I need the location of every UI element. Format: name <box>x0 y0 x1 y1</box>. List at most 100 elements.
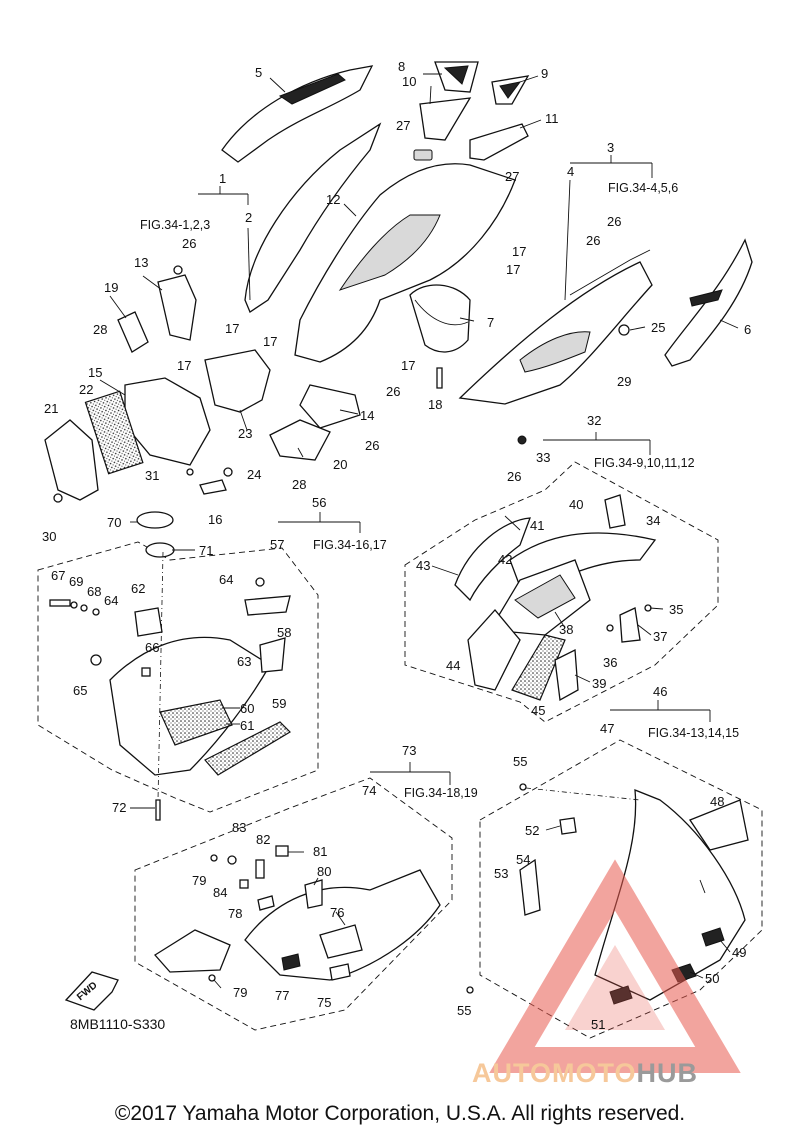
part-82-bolt[interactable] <box>255 859 265 879</box>
label-62: 62 <box>131 581 145 596</box>
part-73-side-piece[interactable] <box>154 929 231 973</box>
label-42: 42 <box>498 552 512 567</box>
part-67-bolt[interactable] <box>49 599 71 607</box>
label-47: 47 <box>600 721 614 736</box>
label-48: 48 <box>710 794 724 809</box>
part-64-nut-a[interactable] <box>255 577 265 587</box>
part-31-screw[interactable] <box>186 468 194 476</box>
label-26e: 26 <box>607 214 621 229</box>
part-23-panel[interactable] <box>204 349 271 413</box>
part-78-grommet[interactable] <box>257 895 275 911</box>
part-16-clip[interactable] <box>199 479 227 495</box>
part-21-lamp-housing[interactable] <box>44 419 99 501</box>
label-1: 1 <box>219 171 226 186</box>
label-79a: 79 <box>192 873 206 888</box>
part-62-plate[interactable] <box>134 607 163 637</box>
part-24-nut[interactable] <box>223 467 233 477</box>
label-17f: 17 <box>512 244 526 259</box>
part-54-bracket[interactable] <box>519 858 541 916</box>
label-29: 29 <box>617 374 631 389</box>
part-39-clip[interactable] <box>554 648 579 702</box>
part-61-mesh[interactable] <box>204 721 291 776</box>
part-75-cover[interactable] <box>329 963 351 981</box>
label-16: 16 <box>208 512 222 527</box>
part-22-grille[interactable] <box>84 390 144 475</box>
part-83-washer[interactable] <box>227 855 237 865</box>
label-17a: 17 <box>225 321 239 336</box>
label-8: 8 <box>398 59 405 74</box>
part-68-washer[interactable] <box>80 604 88 612</box>
label-26d: 26 <box>507 469 521 484</box>
part-14-bracket[interactable] <box>299 384 361 429</box>
part-51-pad[interactable] <box>609 985 633 1005</box>
label-28b: 28 <box>292 477 306 492</box>
part-26-screw-d[interactable] <box>517 435 527 445</box>
fig-ref-32: FIG.34-9,10,11,12 <box>594 456 695 470</box>
part-18-bolt[interactable] <box>436 367 443 389</box>
label-11: 11 <box>545 111 559 126</box>
part-2-side-cover[interactable] <box>244 122 382 313</box>
part-20-cover[interactable] <box>269 419 331 461</box>
part-70-ring[interactable] <box>136 511 174 529</box>
part-37-bracket[interactable] <box>619 607 641 643</box>
part-13-bracket[interactable] <box>157 274 197 341</box>
label-56: 56 <box>312 495 326 510</box>
axis-line-55 <box>525 787 641 801</box>
part-81-clip[interactable] <box>275 845 289 857</box>
part-55-bolt-b[interactable] <box>466 986 474 994</box>
label-35: 35 <box>669 602 683 617</box>
label-64a: 64 <box>219 572 233 587</box>
label-45: 45 <box>531 703 545 718</box>
axis-line-71-72 <box>157 551 164 801</box>
part-48-lens[interactable] <box>689 799 749 851</box>
part-66-clip[interactable] <box>141 667 151 677</box>
part-65-grommet[interactable] <box>90 654 102 666</box>
part-5-upper-trim[interactable] <box>221 65 374 163</box>
label-4: 4 <box>567 164 574 179</box>
part-25-grommet[interactable] <box>618 324 630 336</box>
part-34-clip[interactable] <box>604 494 626 529</box>
part-72-bolt[interactable] <box>155 799 161 821</box>
group-outline-32 <box>404 461 719 723</box>
part-52-clip[interactable] <box>559 817 577 835</box>
part-71-cap[interactable] <box>145 542 175 558</box>
part-27-grommet-a[interactable] <box>413 149 433 161</box>
part-60-mesh[interactable] <box>159 699 233 746</box>
part-7-wire <box>414 299 469 326</box>
part-63-bracket[interactable] <box>244 595 291 616</box>
label-22: 22 <box>79 382 93 397</box>
part-74-belly-pan[interactable] <box>244 869 441 981</box>
label-53: 53 <box>494 866 508 881</box>
label-67: 67 <box>51 568 65 583</box>
part-4-side-panel[interactable] <box>458 261 653 405</box>
part-30-screw[interactable] <box>53 493 63 503</box>
part-58-cover[interactable] <box>259 637 286 673</box>
part-12-upper-cowling[interactable] <box>294 163 516 363</box>
label-54: 54 <box>516 852 530 867</box>
part-44-lower[interactable] <box>467 609 521 691</box>
fig-ref-1: FIG.34-1,2,3 <box>140 218 210 232</box>
part-11-cover[interactable] <box>469 123 529 161</box>
part-79-screw-a[interactable] <box>210 854 218 862</box>
part-55-bolt-a[interactable] <box>519 783 527 791</box>
part-84-nut[interactable] <box>239 879 249 889</box>
part-79-screw-b[interactable] <box>208 974 216 982</box>
label-72: 72 <box>112 800 126 815</box>
part-10-cover[interactable] <box>419 97 472 141</box>
label-61: 61 <box>240 718 254 733</box>
part-69-washer[interactable] <box>70 601 78 609</box>
part-76-plate[interactable] <box>319 924 363 959</box>
label-81: 81 <box>313 844 327 859</box>
part-6-grille <box>689 289 723 307</box>
part-49-pad[interactable] <box>701 927 725 947</box>
part-36-screw[interactable] <box>606 624 614 632</box>
part-43-front-piece[interactable] <box>454 517 531 602</box>
part-19-stay[interactable] <box>117 311 149 353</box>
part-45-mesh[interactable] <box>511 634 566 701</box>
part-26-screw-a[interactable] <box>173 265 183 275</box>
part-64-nut-b[interactable] <box>92 608 100 616</box>
part-80-bracket[interactable] <box>304 879 323 909</box>
label-44: 44 <box>446 658 460 673</box>
part-77-pad[interactable] <box>281 953 301 971</box>
part-6-side-trim[interactable] <box>664 238 753 367</box>
